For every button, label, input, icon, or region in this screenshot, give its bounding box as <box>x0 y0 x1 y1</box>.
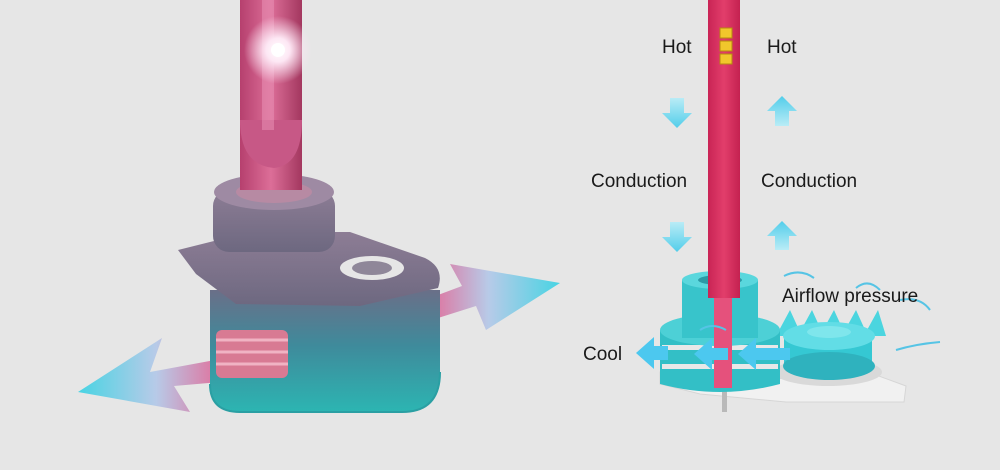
arrow-left-icon <box>694 338 728 370</box>
heat-flow-cross-section <box>636 0 941 412</box>
arrow-up-icon <box>767 96 797 126</box>
label-hot-left: Hot <box>662 37 692 58</box>
label-conduction-right: Conduction <box>761 171 858 192</box>
cool-arrow-icon <box>636 337 668 369</box>
label-hot-right: Hot <box>767 37 797 58</box>
label-cool: Cool <box>583 344 623 365</box>
arrow-down-icon <box>662 98 692 128</box>
arrow-left-icon <box>738 338 790 370</box>
label-airflow-pressure: Airflow pressure <box>782 286 919 307</box>
label-conduction-left: Conduction <box>591 171 688 192</box>
fan-icon <box>774 310 886 386</box>
heat-outflow-left-arrow <box>78 338 220 412</box>
arrow-up-icon <box>767 221 797 250</box>
arrow-down-icon <box>662 222 692 252</box>
led-bulb-illustration <box>78 0 560 413</box>
heat-outflow-right-arrow <box>430 264 560 330</box>
